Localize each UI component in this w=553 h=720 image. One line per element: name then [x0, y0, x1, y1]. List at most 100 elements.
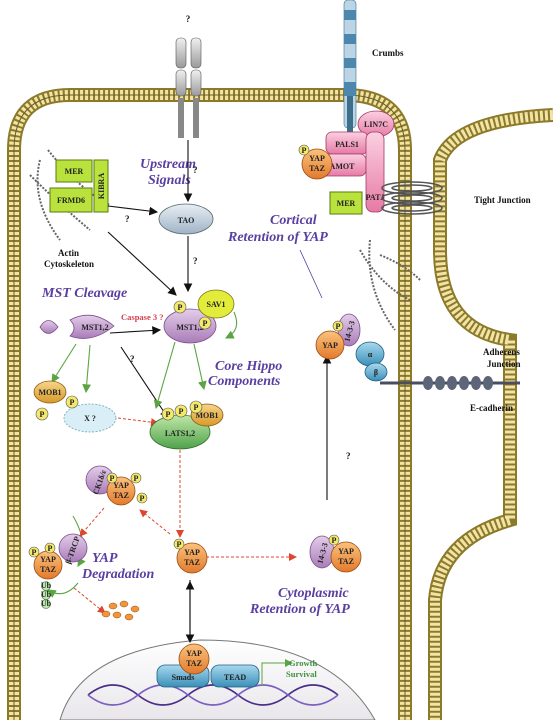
patj-label: PATJ: [366, 193, 385, 202]
yap-cort-yap: YAP: [309, 154, 325, 163]
p-mob-right: P: [189, 400, 203, 414]
patj-node: PATJ: [366, 131, 385, 213]
beta-label: β: [374, 368, 378, 377]
yap-nuc-taz: TAZ: [186, 659, 202, 668]
e-cadherin-rod: [380, 376, 520, 390]
yap-taz-cortical: YAP TAZ: [301, 148, 333, 180]
q-cortical: ?: [346, 451, 351, 461]
ub-label-3: Ub: [41, 599, 52, 608]
p-cortical-label: P: [302, 146, 307, 155]
yap-ck1-taz: TAZ: [113, 491, 129, 500]
ck1-node: CK1δ/ε: [85, 465, 115, 496]
p-center: P: [173, 538, 185, 550]
yap-center-yap: YAP: [184, 548, 200, 557]
p-ck1-a-label: P: [110, 474, 115, 483]
mer-cortical-label: MER: [337, 199, 356, 208]
alpha-catenin: α: [355, 341, 385, 367]
btrcp-node: β-TRCP: [58, 533, 88, 565]
tao-label: TAO: [178, 216, 195, 225]
p-lats-2-label: P: [179, 407, 184, 416]
mer-box: MER: [55, 159, 93, 183]
mob1-left-label: MOB1: [38, 388, 61, 397]
black-arrows: [107, 140, 332, 644]
actin-filaments: [29, 149, 421, 331]
q-tao-left: ?: [125, 214, 130, 224]
tight-junction-rings: [381, 181, 443, 215]
p-ck1-b: P: [130, 472, 142, 484]
amot-label: AMOT: [330, 162, 356, 171]
yap-center-taz: TAZ: [184, 558, 200, 567]
p-cortical: P: [298, 144, 310, 156]
x-label: X ?: [84, 414, 96, 423]
core-hippo-2: Components: [208, 374, 281, 389]
growth-arrow: [261, 659, 293, 686]
yap-taz-center: YAP TAZ: [176, 542, 208, 574]
alpha-label: α: [368, 350, 373, 359]
p-lats-1-label: P: [166, 410, 171, 419]
receptor-question: ?: [186, 14, 191, 24]
p-mob-right-label: P: [194, 403, 199, 412]
degradation-fragments: [101, 600, 140, 621]
receptor: [175, 37, 202, 138]
p-sav: P: [198, 316, 212, 330]
plasma-membrane: [6, 88, 412, 720]
yap-taz-nucleus: YAP TAZ: [178, 643, 210, 675]
growth-label: Growth: [289, 658, 317, 668]
p-x-label: P: [70, 398, 75, 407]
sav1-node: SAV1: [197, 289, 235, 319]
actin-label-1: Actin: [58, 248, 79, 258]
tead-node: TEAD: [210, 664, 260, 688]
tight-junction-label: Tight Junction: [474, 195, 531, 205]
beta-catenin: β: [364, 362, 388, 382]
survival-label: Survival: [286, 669, 317, 679]
p-lats-1: P: [161, 407, 175, 421]
mst-cleavage-title: MST Cleavage: [41, 286, 127, 301]
q-tao-mst: ?: [193, 256, 198, 266]
upstream-signals-2: Signals: [148, 173, 191, 188]
cortical-retention-2: Retention of YAP: [227, 230, 328, 245]
kibra-box: KIBRA: [93, 159, 109, 213]
actin-label-2: Cytoskeleton: [44, 259, 94, 269]
p-mob-left: P: [35, 407, 49, 421]
yap-ck1-yap: YAP: [113, 481, 129, 490]
p-btrcp-a: P: [28, 546, 40, 558]
adherens-label-1: Adherens: [483, 347, 520, 357]
cortical-leader-line: [299, 249, 323, 299]
ubiquitin-chain: Ub Ub Ub: [41, 581, 52, 609]
lin7c-label: LIN7C: [364, 120, 388, 129]
yap-nuc-yap: YAP: [186, 649, 202, 658]
cytoplasmic-retention-1: Cytoplasmic: [278, 586, 350, 601]
p-x: P: [65, 395, 79, 409]
cortical-retention-1: Cortical: [270, 213, 317, 228]
yap-btrcp-yap: YAP: [40, 555, 56, 564]
q-tao-in: ?: [193, 165, 198, 175]
e-cadherin-label: E-cadherin: [470, 403, 513, 413]
p-cyto: P: [328, 534, 340, 546]
frmd6-label: FRMD6: [57, 196, 85, 205]
frmd6-box: FRMD6: [49, 187, 93, 213]
p-center-label: P: [177, 540, 182, 549]
p-ck1-a: P: [106, 472, 118, 484]
ub-label-2: Ub: [41, 590, 52, 599]
green-arrows: [47, 311, 238, 598]
p-ck1-c-label: P: [140, 494, 145, 503]
p-sav-label: P: [203, 319, 208, 328]
lin7c-node: LIN7C: [357, 110, 395, 138]
tead-label: TEAD: [224, 673, 246, 682]
ub-label-1: Ub: [41, 581, 52, 590]
upstream-signals-1: Upstream: [140, 157, 196, 172]
yap-degradation-2: Degradation: [81, 567, 155, 582]
p-btrcp-b-label: P: [48, 544, 53, 553]
crumbs-label: Crumbs: [372, 48, 404, 58]
red-arrows: [73, 417, 297, 614]
yap-adherens: YAP: [315, 330, 345, 360]
p-ck1-c: P: [136, 492, 148, 504]
p-cyto-label: P: [332, 536, 337, 545]
p-lats-2: P: [174, 404, 188, 418]
q-mst-lats: ?: [130, 354, 135, 364]
mer-cortical: MER: [329, 191, 363, 215]
lats12-node: LATS1,2: [149, 414, 211, 450]
lats12-label: LATS1,2: [165, 429, 195, 438]
yap-cyto-taz: TAZ: [338, 557, 354, 566]
